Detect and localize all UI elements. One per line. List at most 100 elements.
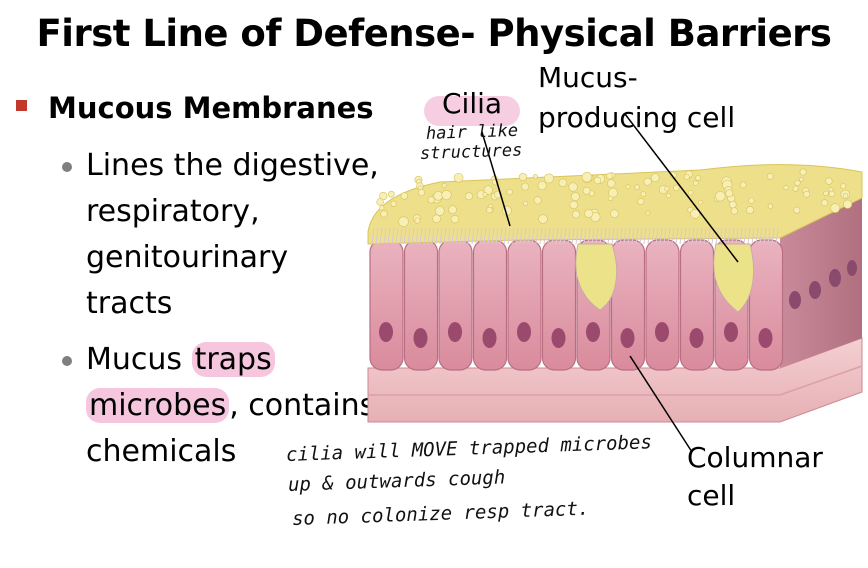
mucus-bubble	[376, 198, 384, 206]
cell-nucleus	[551, 328, 566, 348]
mucus-bubble	[584, 208, 594, 218]
cilium	[527, 227, 531, 245]
mucus-bubble	[792, 185, 799, 192]
mucus-bubble	[748, 197, 755, 204]
cilium	[387, 227, 391, 245]
highlight-traps: traps	[191, 342, 275, 377]
cilium	[727, 227, 731, 245]
cilium	[723, 227, 727, 245]
cilium	[515, 227, 519, 245]
mucus-bubble	[840, 183, 847, 190]
mucus-bubble	[482, 192, 488, 197]
cilium	[547, 227, 551, 245]
mucus-bubble	[593, 176, 602, 185]
columnar-cell	[645, 239, 680, 371]
mucus-bubble	[570, 192, 580, 201]
cilium	[619, 227, 623, 245]
columnar-cell	[507, 239, 542, 371]
highlight-microbes: microbes	[86, 388, 230, 423]
sub-bullet-lines: Lines the digestive, respiratory, genito…	[86, 143, 379, 327]
mucus-bubble	[518, 172, 527, 182]
columnar-cell	[369, 239, 404, 371]
cilium	[627, 227, 631, 245]
cell-nucleus	[655, 322, 669, 342]
cilium	[679, 227, 683, 245]
mucus-label-line2: producing cell	[538, 101, 736, 134]
cilium	[663, 227, 667, 245]
cilium	[443, 227, 447, 245]
cilium	[771, 227, 775, 245]
mucus-bubble	[581, 171, 593, 183]
mucus-bubble	[640, 191, 647, 197]
cilium	[391, 227, 395, 245]
mucus-bubble	[543, 173, 554, 184]
cilium	[467, 227, 471, 245]
mucus-bubble	[568, 182, 578, 192]
cilium	[707, 227, 711, 245]
mucus-bubble	[417, 188, 426, 197]
cilium	[375, 227, 379, 245]
cilium	[379, 227, 383, 245]
cilium	[639, 227, 643, 245]
mucus-bubble	[608, 187, 618, 198]
mucus-bubble	[683, 173, 690, 180]
cilium	[675, 227, 679, 245]
mucus-bubble	[414, 217, 421, 224]
mucus-bubble	[606, 172, 613, 180]
cilium	[699, 227, 703, 245]
columnar-cell	[541, 239, 577, 371]
cilium	[431, 227, 435, 245]
cilium	[415, 227, 419, 245]
mucus-bubble	[433, 191, 444, 201]
cilium	[567, 227, 571, 245]
mucus-bubble	[673, 184, 680, 191]
cilium	[419, 227, 423, 245]
cilium	[571, 227, 575, 245]
cilium	[383, 227, 387, 245]
mucus-bubble	[794, 179, 801, 187]
cilium	[655, 227, 659, 245]
mucus-bubble	[666, 193, 672, 199]
mucus-bubble	[715, 191, 726, 202]
mucus-bubble	[448, 205, 457, 215]
mucus-bubble	[607, 179, 616, 188]
cilium	[499, 227, 503, 245]
cilium	[735, 227, 739, 245]
cilium	[503, 227, 507, 245]
cell-nucleus	[724, 322, 738, 342]
cilium	[715, 227, 719, 245]
cilium	[743, 227, 747, 245]
mucus-bubble	[739, 181, 747, 189]
cilium	[411, 227, 415, 245]
mucus-bubble	[799, 168, 807, 176]
mucus-bubble	[821, 199, 829, 207]
cell-nucleus	[482, 328, 497, 348]
cilium	[479, 227, 483, 245]
goblet-cells	[575, 243, 755, 313]
mucus-bubble	[532, 174, 538, 180]
cilia-highlight	[424, 96, 520, 126]
mucus-bubble	[843, 199, 853, 209]
mucus-bubble	[521, 182, 530, 191]
mucus-text: Mucus	[86, 342, 192, 377]
cilium	[591, 227, 595, 245]
cilium	[607, 227, 611, 245]
mucus-bubble	[783, 185, 789, 191]
mucus-bubble	[398, 216, 409, 227]
cilium	[659, 227, 663, 245]
cilium	[595, 227, 599, 245]
bullet-square-icon	[16, 100, 27, 111]
cilium	[523, 227, 527, 245]
mucus-bubble	[728, 200, 737, 209]
mucus-bubble	[380, 210, 388, 218]
mucus-bubble	[486, 206, 493, 214]
mucus-bubble	[650, 173, 660, 183]
cilium	[463, 227, 467, 245]
cilium	[475, 227, 479, 245]
sub-bullet-line: Lines the digestive,	[86, 148, 379, 183]
sub-bullet-line: genitourinary	[86, 240, 289, 275]
columnar-label-line2: cell	[687, 479, 736, 512]
cilium	[751, 227, 755, 245]
cell-nucleus	[620, 328, 635, 348]
cilium	[763, 227, 767, 245]
